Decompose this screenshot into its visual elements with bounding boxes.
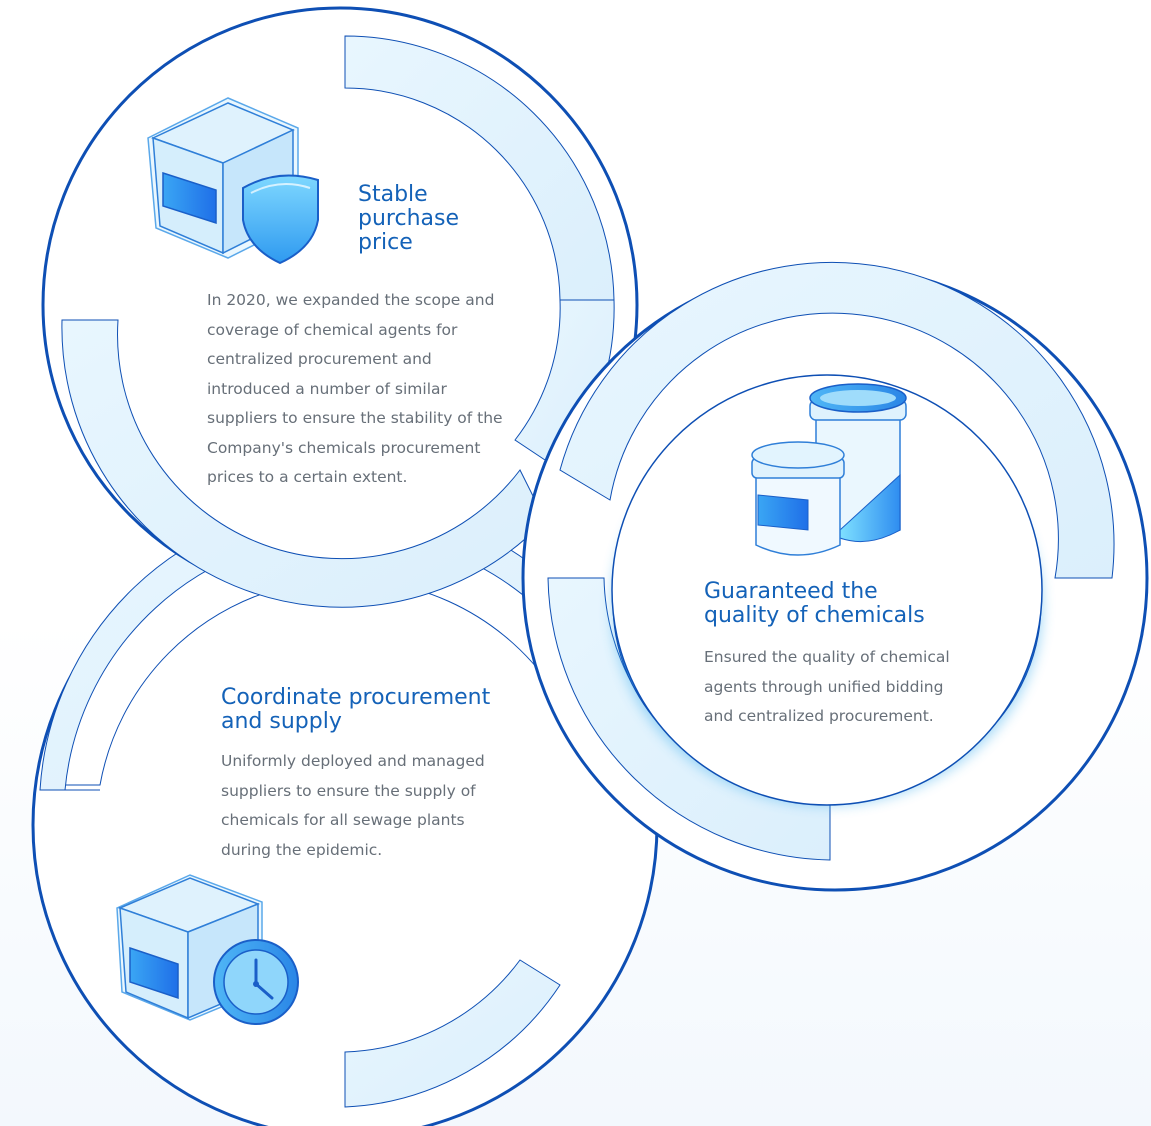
box-shield-icon (147, 97, 319, 265)
card-title: Coordinate procurement and supply (221, 685, 491, 734)
card-title: Guaranteed the quality of chemicals (704, 579, 925, 628)
card-stable-price: Stable purchase price (358, 183, 558, 254)
card-coordinate: Coordinate procurement and supply (221, 686, 541, 734)
card-quality: Guaranteed the quality of chemicals (704, 580, 994, 628)
chemical-jars-icon (751, 383, 907, 556)
box-clock-icon (116, 874, 299, 1025)
card-body-coordinate: Uniformly deployed and managed suppliers… (221, 752, 485, 859)
card-body-stable-price: In 2020, we expanded the scope and cover… (207, 291, 503, 486)
circle-quality (521, 261, 1149, 892)
card-body-quality: Ensured the quality of chemical agents t… (704, 648, 950, 725)
card-title: Stable purchase price (358, 182, 459, 255)
